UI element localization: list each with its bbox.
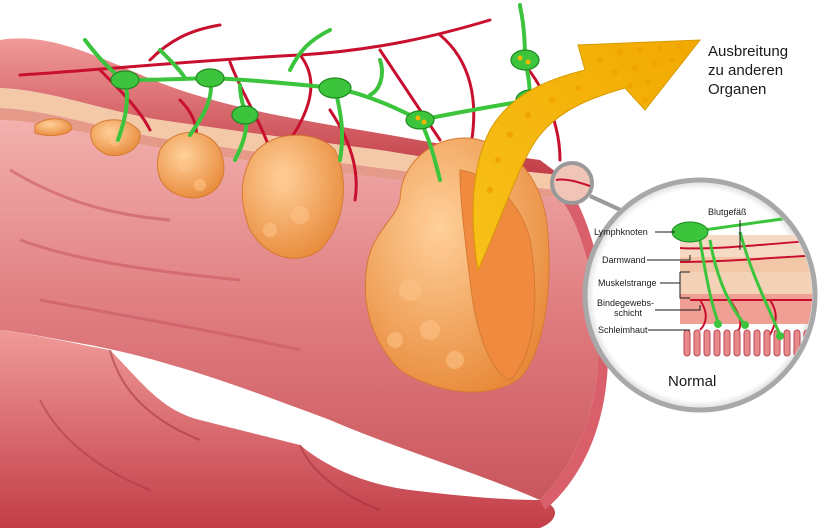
haustra-line-2 — [299, 444, 381, 511]
blood-vessels — [18, 18, 562, 202]
spread-label-line-2: zu anderen — [708, 62, 783, 79]
inner-fold-2 — [19, 238, 241, 282]
leader-muscle — [660, 271, 690, 299]
lymph-node-3 — [231, 105, 259, 125]
lymph-node-1 — [110, 70, 140, 90]
magnifier-stripes — [555, 178, 591, 187]
label-connective-2: schicht — [614, 308, 643, 318]
inset-caption: Normal — [668, 373, 716, 390]
inner-fold-3 — [39, 298, 301, 352]
inner-fold-1 — [9, 168, 171, 222]
spread-label-line-1: Ausbreitung — [708, 43, 788, 60]
colon-outer-top — [0, 38, 560, 175]
tumor-1 — [34, 118, 73, 136]
lymph-node-5 — [405, 110, 435, 130]
leader-bowel-wall — [647, 255, 691, 261]
lymph-node-6 — [510, 49, 540, 71]
label-mucosa: Schleimhaut — [598, 325, 648, 335]
arrow-cancer-cells — [487, 43, 683, 193]
normal-inset: Blutgefäß Lymphknoten Darmwand Muskelstr… — [582, 177, 818, 413]
lymph-node-4 — [318, 77, 352, 99]
magnifier-source[interactable] — [550, 161, 594, 205]
haustra-line-3 — [39, 399, 151, 491]
label-muscle-strands: Muskelstrange — [598, 278, 657, 288]
label-blood-vessel: Blutgefäß — [708, 207, 747, 217]
spread-label-line-3: Organen — [708, 81, 766, 98]
tumor-texture — [109, 134, 464, 369]
spread-arrow[interactable] — [472, 39, 702, 272]
label-lymph-node: Lymphknoten — [594, 227, 648, 237]
spread-label: Ausbreitung zu anderen Organen — [708, 43, 792, 98]
colon-bottom-haustra — [0, 330, 555, 528]
label-connective-1: Bindegewebs- — [597, 298, 654, 308]
lymph-node-2 — [195, 68, 225, 88]
leader-connective — [655, 305, 701, 311]
haustra-line-1 — [109, 349, 201, 441]
tumor-4 — [241, 134, 344, 259]
label-bowel-wall: Darmwand — [602, 255, 646, 265]
magnifier-connector — [589, 194, 626, 214]
